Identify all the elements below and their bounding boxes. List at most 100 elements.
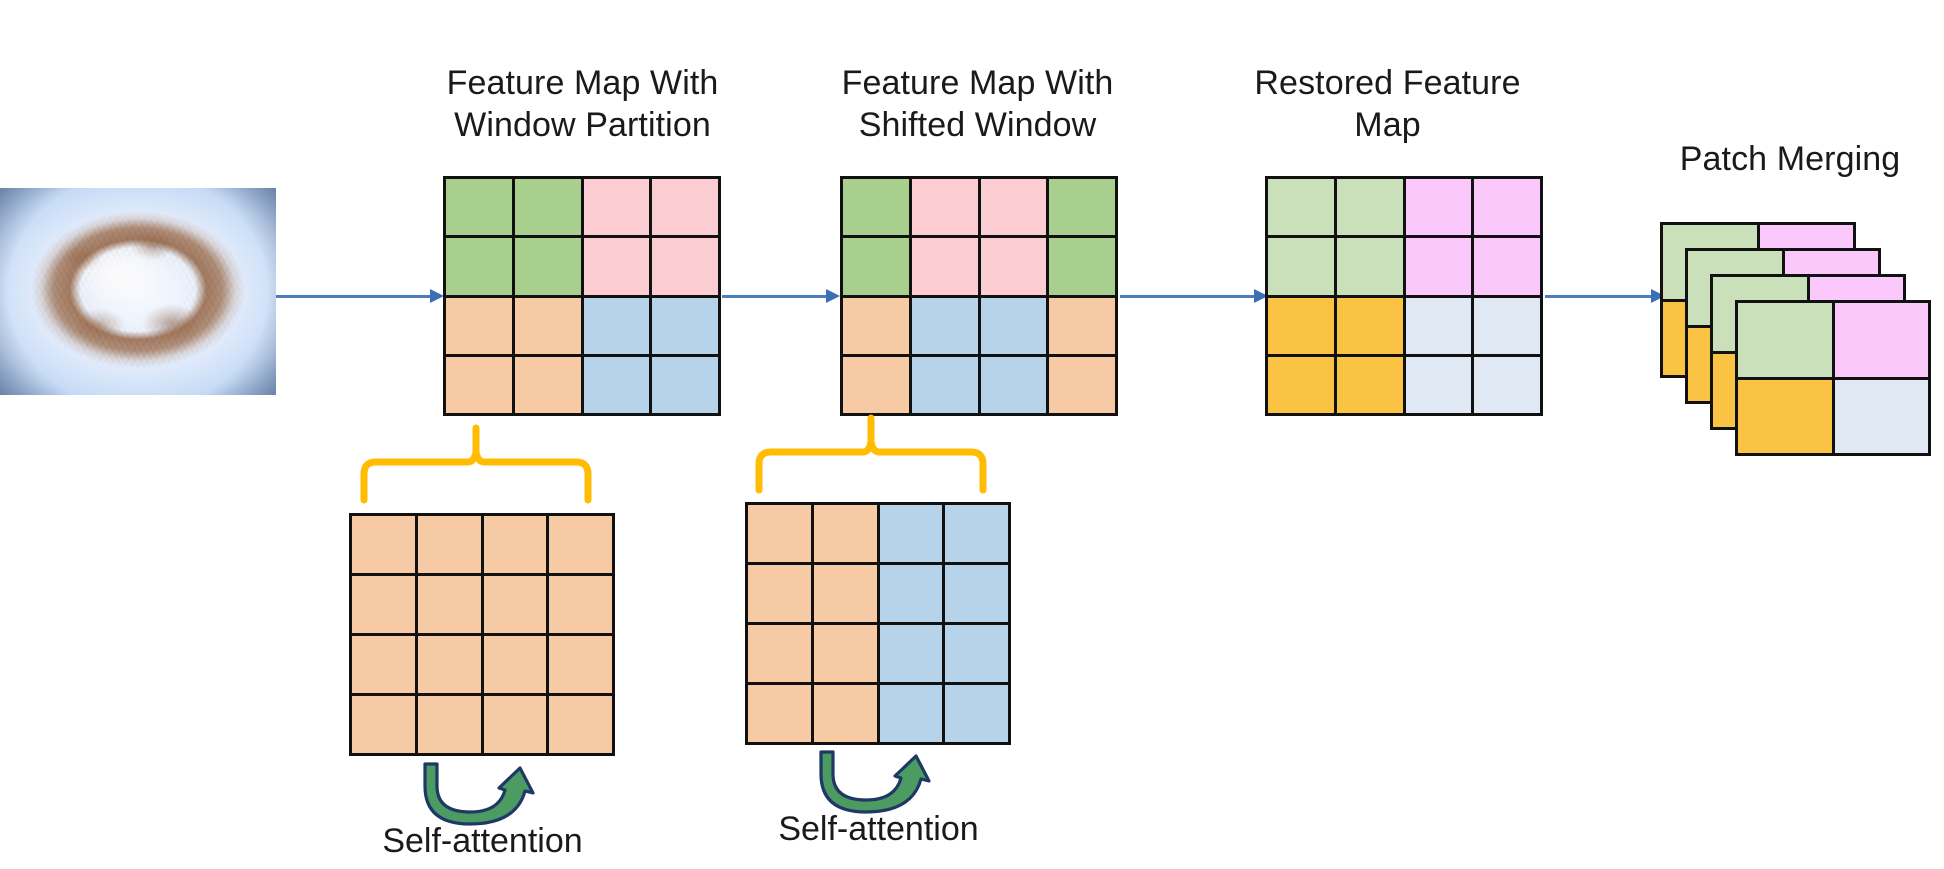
grid-cell — [1474, 179, 1540, 236]
grid-cell — [583, 356, 650, 413]
grid-cell — [417, 636, 481, 693]
grid-cell — [813, 685, 877, 742]
grid-cell — [1474, 238, 1540, 295]
flow-arrow-3 — [1120, 289, 1268, 303]
lesion-vignette — [0, 188, 276, 395]
grid-cell — [417, 576, 481, 633]
grid-cell — [583, 238, 650, 295]
arrow-head-icon — [1254, 289, 1268, 303]
grid-cell — [549, 696, 612, 753]
arrow-head-icon — [826, 289, 840, 303]
self-attention-arrow-2 — [817, 748, 937, 818]
grid-cell — [549, 576, 612, 633]
grid-cell — [446, 297, 512, 354]
grid-cell — [748, 565, 811, 622]
grid-cell — [1405, 238, 1472, 295]
grid-cell — [945, 565, 1008, 622]
grid-cell — [843, 356, 909, 413]
brace-window-1 — [360, 424, 592, 504]
grid-cell — [549, 636, 612, 693]
patch-merging-card — [1735, 300, 1931, 456]
grid-cell — [652, 356, 718, 413]
title-window-partition: Feature Map With Window Partition — [446, 64, 719, 144]
grid-cell — [483, 696, 547, 753]
grid-cell — [843, 297, 909, 354]
grid-cell — [1049, 179, 1115, 236]
grid-cell — [813, 565, 877, 622]
grid-attention-window-2 — [745, 502, 1011, 745]
grid-cell — [911, 297, 978, 354]
grid-cell — [1268, 356, 1334, 413]
grid-cell — [748, 505, 811, 562]
grid-cell — [352, 636, 415, 693]
grid-cell — [1336, 238, 1403, 295]
arrow-shaft — [1120, 295, 1255, 298]
grid-cell — [352, 516, 415, 573]
grid-cell — [652, 179, 718, 236]
grid-cell — [879, 505, 943, 562]
self-attention-arrow-1 — [421, 760, 541, 830]
grid-window-partition — [443, 176, 721, 416]
grid-cell — [945, 505, 1008, 562]
self-attention-label-1: Self-attention — [382, 822, 583, 860]
input-dermoscopy-image — [0, 188, 276, 395]
grid-cell — [1268, 297, 1334, 354]
grid-cell — [1834, 379, 1928, 453]
brace-window-2 — [755, 414, 987, 494]
grid-cell — [980, 356, 1047, 413]
grid-cell — [980, 179, 1047, 236]
arrow-shaft — [276, 295, 431, 298]
grid-cell — [549, 516, 612, 573]
grid-cell — [1049, 297, 1115, 354]
grid-shifted-window — [840, 176, 1118, 416]
grid-cell — [813, 625, 877, 682]
grid-cell — [1049, 238, 1115, 295]
grid-cell — [1268, 179, 1334, 236]
flow-arrow-2 — [722, 289, 840, 303]
title-patch-merging: Patch Merging — [1679, 140, 1901, 178]
grid-cell — [652, 297, 718, 354]
title-shifted-window: Feature Map With Shifted Window — [841, 64, 1114, 144]
grid-cell — [652, 238, 718, 295]
grid-cell — [417, 516, 481, 573]
self-attention-label-2: Self-attention — [778, 810, 979, 848]
title-restored-feature-map: Restored Feature Map — [1254, 64, 1521, 144]
grid-cell — [1474, 297, 1540, 354]
grid-cell — [1405, 356, 1472, 413]
grid-cell — [879, 565, 943, 622]
grid-cell — [514, 179, 581, 236]
arrow-shaft — [722, 295, 827, 298]
grid-cell — [514, 356, 581, 413]
grid-attention-window-1 — [349, 513, 615, 756]
grid-cell — [1268, 238, 1334, 295]
grid-cell — [352, 696, 415, 753]
grid-cell — [1474, 356, 1540, 413]
grid-cell — [748, 625, 811, 682]
grid-cell — [879, 685, 943, 742]
grid-cell — [1405, 297, 1472, 354]
grid-cell — [1738, 303, 1832, 377]
grid-cell — [1738, 379, 1832, 453]
grid-cell — [911, 356, 978, 413]
grid-cell — [417, 696, 481, 753]
grid-cell — [483, 576, 547, 633]
grid-cell — [352, 576, 415, 633]
grid-cell — [583, 297, 650, 354]
grid-cell — [1336, 179, 1403, 236]
grid-cell — [813, 505, 877, 562]
grid-cell — [483, 636, 547, 693]
flow-arrow-4 — [1545, 289, 1665, 303]
grid-cell — [843, 238, 909, 295]
grid-cell — [980, 297, 1047, 354]
arrow-head-icon — [430, 289, 444, 303]
grid-cell — [1336, 297, 1403, 354]
grid-cell — [446, 179, 512, 236]
arrow-shaft — [1545, 295, 1652, 298]
grid-cell — [514, 238, 581, 295]
grid-cell — [980, 238, 1047, 295]
grid-cell — [446, 356, 512, 413]
grid-cell — [911, 238, 978, 295]
grid-cell — [748, 685, 811, 742]
grid-cell — [945, 685, 1008, 742]
